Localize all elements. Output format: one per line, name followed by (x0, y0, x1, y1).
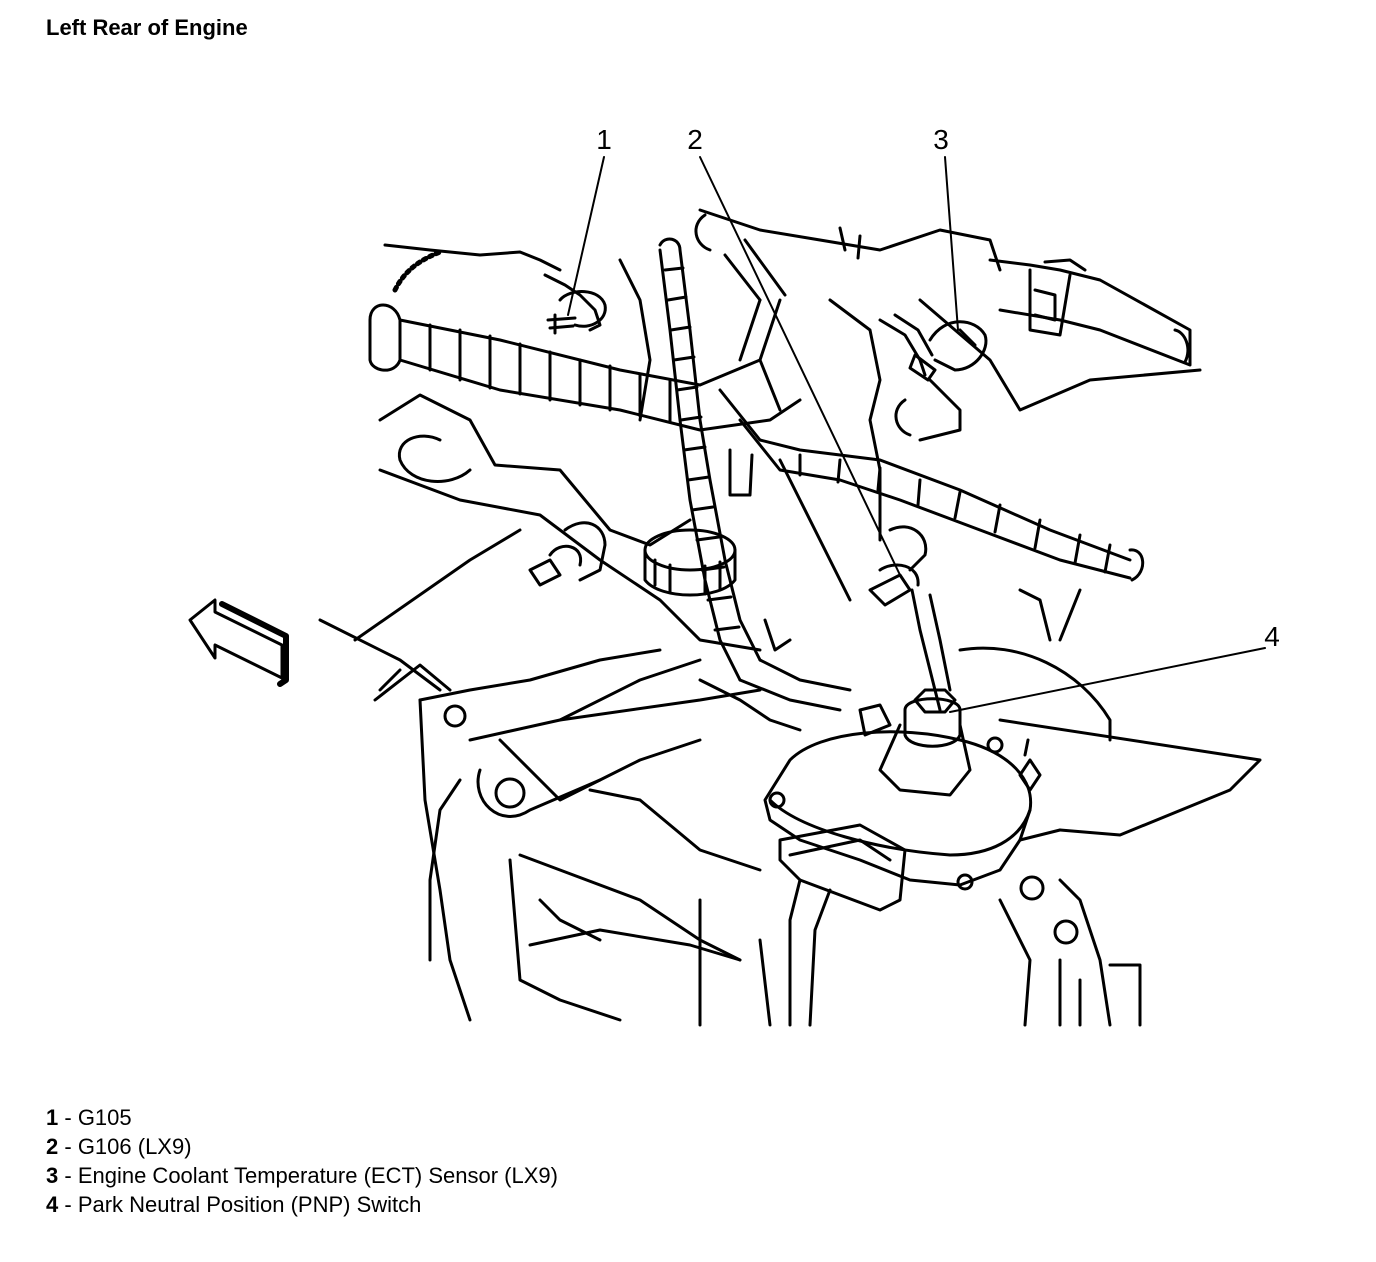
legend-number: 4 (46, 1192, 59, 1217)
legend: 1 - G105 2 - G106 (LX9) 3 - Engine Coola… (46, 1103, 558, 1219)
legend-item: 3 - Engine Coolant Temperature (ECT) Sen… (46, 1161, 558, 1190)
upper-harness (368, 238, 1145, 582)
cap-fitting (643, 528, 737, 597)
callout-1: 1 (596, 124, 612, 155)
g105-ground-stud (383, 243, 607, 335)
g106-ground-stud (528, 544, 952, 712)
legend-number: 3 (46, 1163, 59, 1188)
vertical-harness (658, 237, 852, 712)
callout-2: 2 (687, 124, 703, 155)
legend-separator: - (58, 1163, 78, 1188)
mounting-bracket (443, 521, 928, 818)
legend-separator: - (58, 1192, 78, 1217)
diagram-title: Left Rear of Engine (46, 15, 248, 40)
callout-3: 3 (933, 124, 949, 155)
legend-item: 2 - G106 (LX9) (46, 1132, 558, 1161)
pnp-switch (763, 688, 1079, 1027)
ect-sensor (878, 258, 1192, 382)
legend-text: Engine Coolant Temperature (ECT) Sensor … (77, 1163, 558, 1188)
front-arrow-icon (188, 598, 289, 687)
legend-text: G106 (LX9) (77, 1134, 192, 1159)
legend-number: 1 (46, 1105, 59, 1130)
legend-item: 1 - G105 (46, 1103, 558, 1132)
legend-number: 2 (46, 1134, 59, 1159)
legend-separator: - (58, 1134, 78, 1159)
leader-lines (567, 156, 1266, 713)
legend-item: 4 - Park Neutral Position (PNP) Switch (46, 1190, 558, 1219)
legend-text: G105 (77, 1105, 132, 1130)
engine-block (318, 208, 1262, 1027)
legend-separator: - (58, 1105, 78, 1130)
callout-4: 4 (1264, 621, 1280, 652)
legend-text: Park Neutral Position (PNP) Switch (77, 1192, 422, 1217)
